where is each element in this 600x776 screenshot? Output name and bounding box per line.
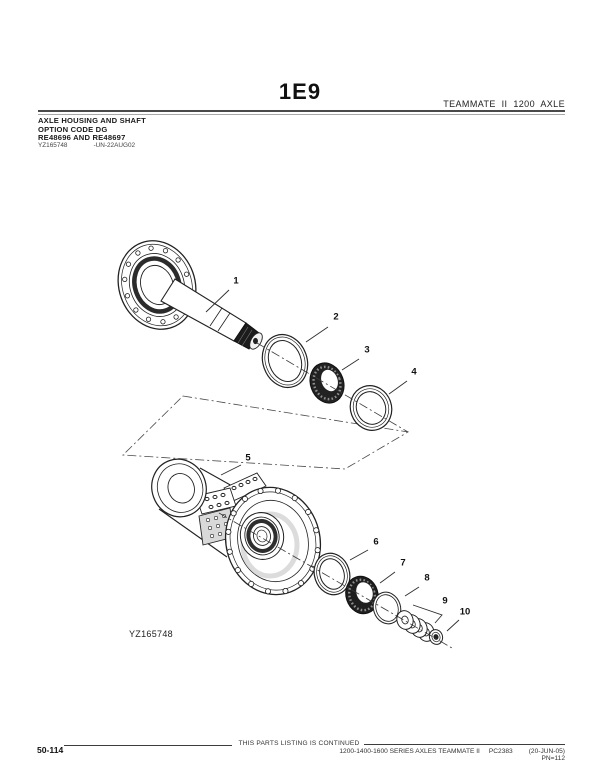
leader-lines [205, 289, 460, 632]
part-8-shim-ring [372, 591, 402, 625]
leader-2 [305, 326, 329, 343]
leader-9-bracket [412, 604, 443, 624]
callout-3: 3 [364, 344, 370, 356]
image-meta: YZ165748 -UN-22AUG02 [38, 142, 135, 149]
header-rule-thin [38, 114, 565, 115]
part-4-bearing-cup [349, 385, 393, 431]
part-5-axle-housing [151, 458, 322, 596]
header-rule [38, 110, 565, 112]
part-7-bearing-cone [345, 575, 379, 615]
leader-4 [388, 380, 408, 395]
image-id: YZ165748 [38, 142, 68, 149]
footer-rule-left [64, 745, 232, 747]
centerline-upper [256, 342, 409, 433]
part-6-bearing-cup [313, 552, 351, 596]
callout-7: 7 [400, 557, 406, 569]
figure-id-label: YZ165748 [129, 629, 173, 639]
callout-2: 2 [333, 311, 339, 323]
figure-title-line2: OPTION CODE DG [38, 124, 108, 134]
callout-10: 10 [459, 606, 471, 618]
leader-1 [205, 289, 230, 313]
model-title: TEAMMATE II 1200 AXLE [443, 99, 565, 109]
part-2-seal-ring [261, 333, 309, 389]
continued-note: THIS PARTS LISTING IS CONTINUED [238, 740, 360, 747]
leader-3 [341, 358, 360, 371]
part-1-axle-shaft-flange [117, 240, 263, 350]
image-revision-tag: -UN-22AUG02 [93, 142, 136, 149]
leader-10 [446, 619, 460, 632]
leader-5 [220, 464, 242, 476]
callout-9: 9 [442, 595, 448, 607]
callout-6: 6 [373, 536, 379, 548]
page-section-code: 1E9 [278, 79, 322, 104]
page-number: 50-114 [37, 745, 64, 755]
figure-title-line1: AXLE HOUSING AND SHAFT [38, 116, 146, 125]
footer-rule-right [364, 744, 565, 746]
series-title: 1200-1400-1600 SERIES AXLES TEAMMATE II [339, 748, 480, 755]
catalog-number: PC2383 [488, 748, 513, 755]
part-3-bearing-cone [309, 362, 345, 404]
callout-5: 5 [245, 452, 251, 464]
leader-8 [404, 586, 420, 597]
pn-reference: PN=112 [541, 755, 565, 762]
figure-title-block: AXLE HOUSING AND SHAFT OPTION CODE DG RE… [38, 116, 146, 143]
centerline-lower [218, 512, 453, 649]
callout-4: 4 [411, 366, 417, 378]
callout-1: 1 [233, 275, 239, 287]
figure-title-line3: RE48696 AND RE48697 [38, 133, 126, 143]
part-10-washer [428, 629, 444, 645]
revision-date: (20-JUN-05) [528, 748, 565, 755]
callout-8: 8 [424, 572, 430, 584]
catalog-info: 1200-1400-1600 SERIES AXLES TEAMMATE II P… [339, 748, 565, 755]
part-9-shim-stack [396, 610, 435, 642]
leader-6 [349, 549, 369, 561]
phantom-box [122, 395, 410, 470]
leader-7 [379, 571, 396, 584]
